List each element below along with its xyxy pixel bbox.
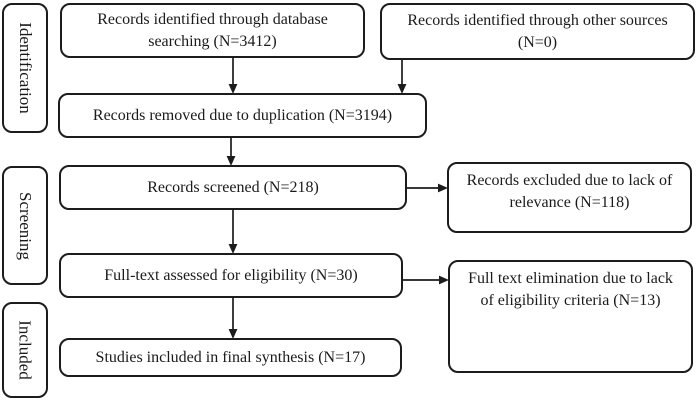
flowbox-records-excluded: Records excluded due to lack of relevanc… <box>447 162 692 233</box>
flowbox-database-search: Records identified through database sear… <box>60 3 365 58</box>
arrow-right-fulltext-to-eliminated-icon <box>403 275 449 285</box>
flowbox-studies-included: Studies included in final synthesis (N=1… <box>59 338 402 377</box>
arrow-down-screened-to-fulltext-icon <box>228 210 238 254</box>
stage-label-screening: Screening <box>2 166 48 285</box>
flowbox-duplicates-removed: Records removed due to duplication (N=31… <box>58 93 427 138</box>
stage-label-included-text: Included <box>16 320 36 380</box>
stage-label-screening-text: Screening <box>16 191 36 260</box>
flowbox-fulltext-eliminated: Full text elimination due to lack of eli… <box>448 260 693 373</box>
stage-label-identification: Identification <box>2 3 48 133</box>
flowbox-other-sources: Records identified through other sources… <box>380 3 695 60</box>
flowbox-fulltext-assessed: Full-text assessed for eligibility (N=30… <box>59 253 403 298</box>
arrow-down-duplicates-to-screened-icon <box>226 138 236 166</box>
arrow-down-fulltext-to-included-icon <box>228 298 238 339</box>
stage-label-included: Included <box>2 302 48 398</box>
arrow-down-other-to-duplicates-icon <box>397 60 407 94</box>
arrow-down-database-to-duplicates-icon <box>228 58 238 94</box>
flowbox-records-screened: Records screened (N=218) <box>59 165 407 210</box>
arrow-right-screened-to-excluded-icon <box>407 183 448 193</box>
stage-label-identification-text: Identification <box>16 22 36 114</box>
